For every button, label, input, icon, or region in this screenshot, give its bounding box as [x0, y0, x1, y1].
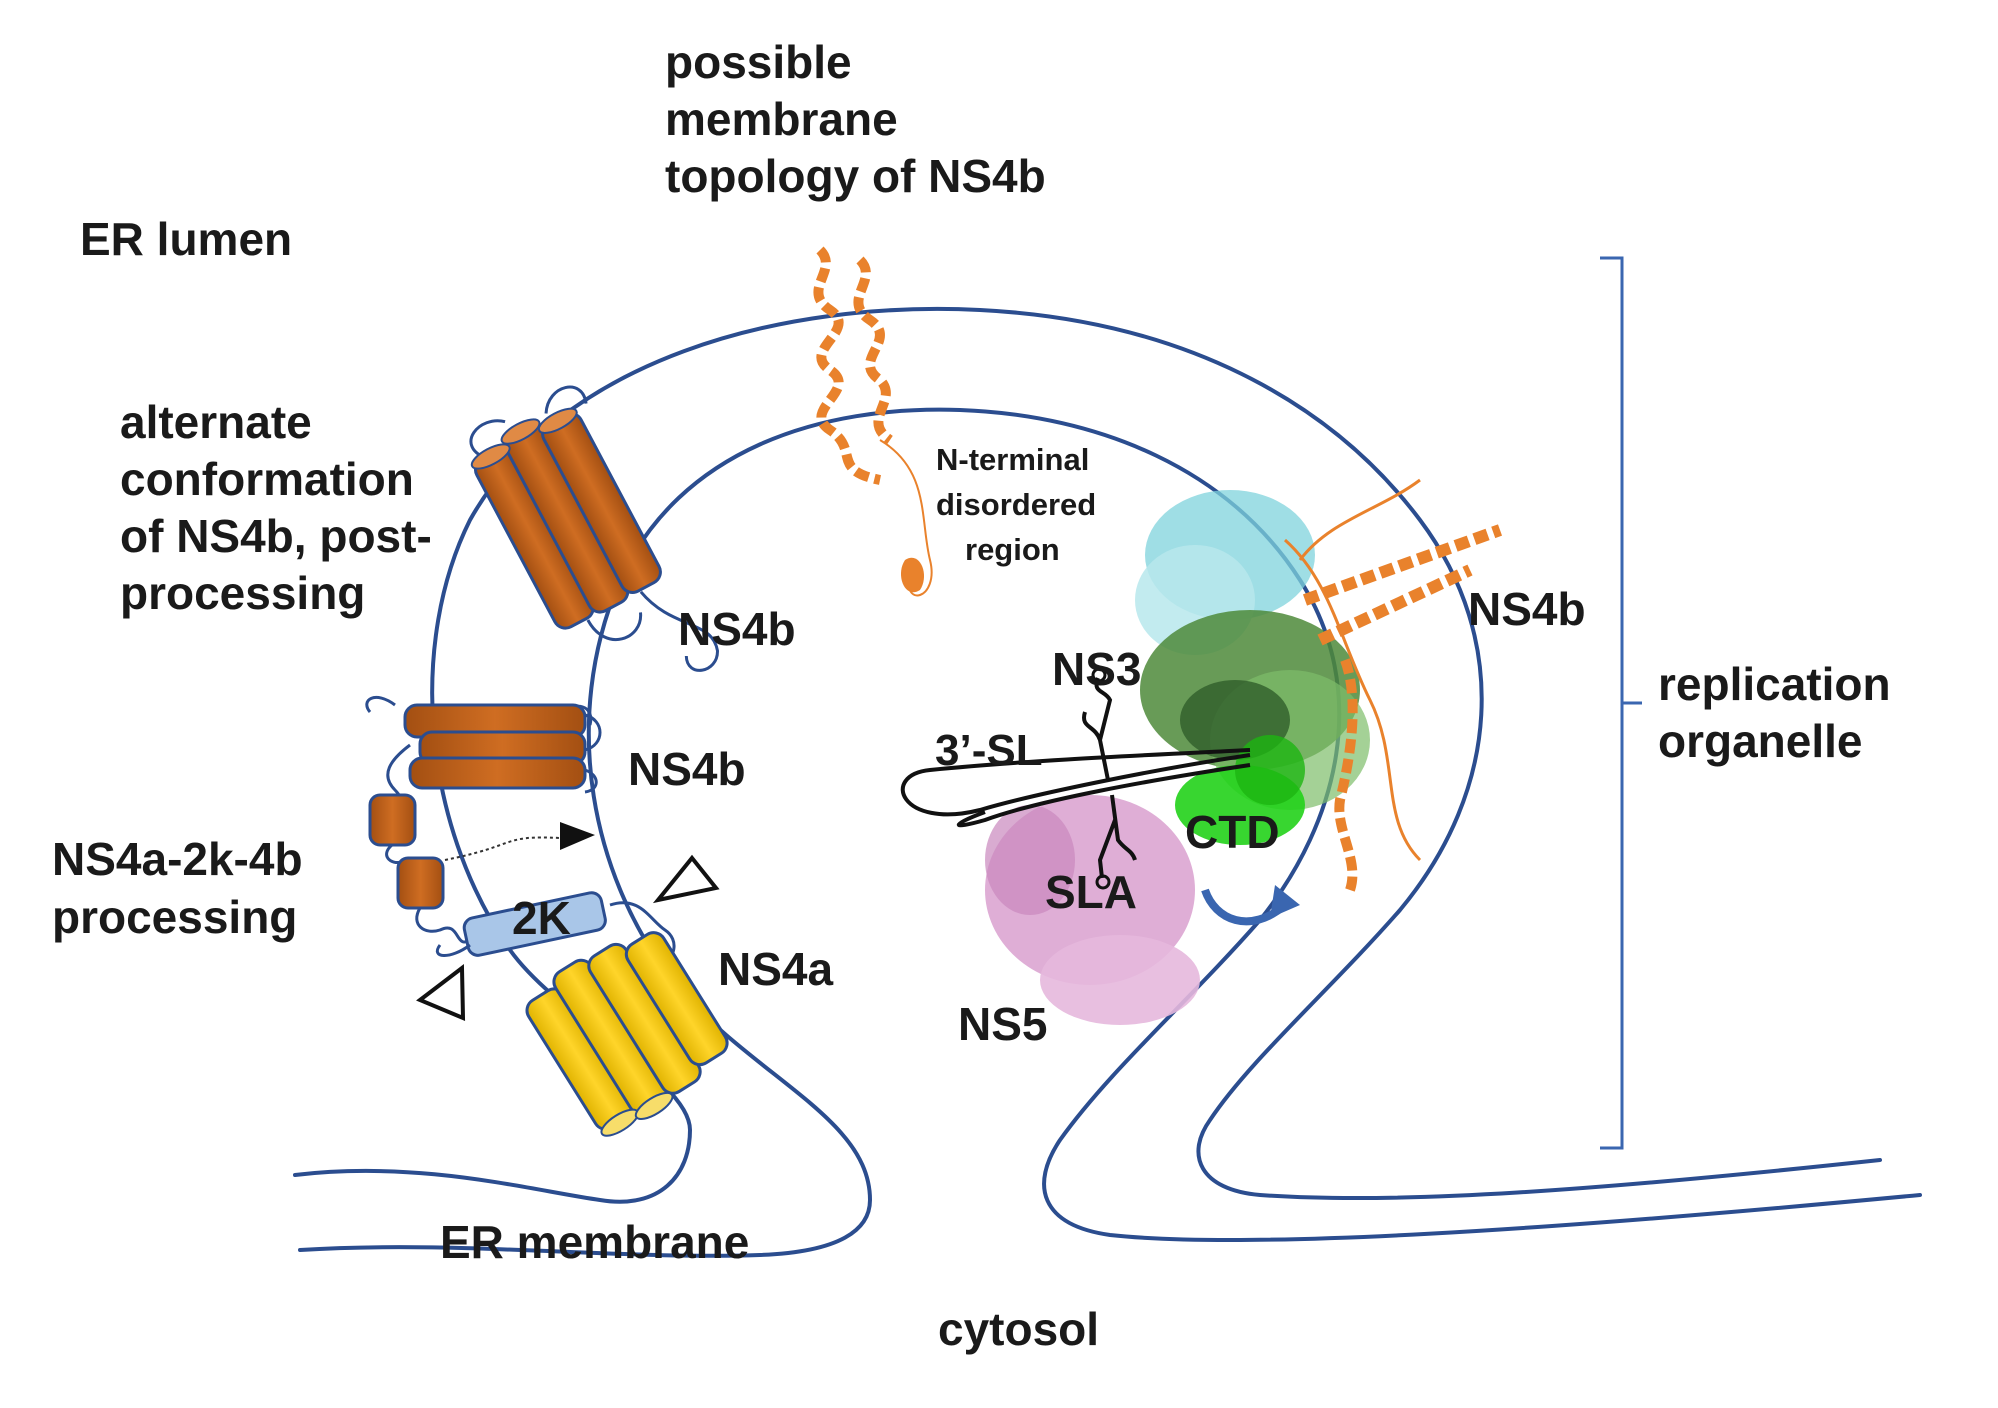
- ctd-label: CTD: [1185, 806, 1280, 858]
- ns3-structure: [1135, 490, 1370, 810]
- rna-sla: [1095, 794, 1137, 890]
- topology-label-line2: membrane: [665, 93, 898, 145]
- replication-label-line1: replication: [1658, 658, 1891, 710]
- ns4b-structure-right: [1284, 478, 1503, 892]
- alternate-label-line1: alternate: [120, 396, 312, 448]
- topology-label-line1: possible: [665, 36, 852, 88]
- membrane-inner: [298, 407, 1922, 1258]
- processing-chain: [368, 793, 676, 967]
- replication-bracket: [1600, 256, 1642, 1150]
- replication-label-line2: organelle: [1658, 715, 1863, 767]
- rotation-arrow: [1201, 885, 1300, 926]
- ns4a-label: NS4a: [718, 943, 833, 995]
- three-sl-label: 3’-SL: [935, 726, 1043, 775]
- n-terminal-label-line1: N-terminal: [936, 442, 1089, 477]
- sla-label: SLA: [1045, 866, 1137, 918]
- ns5-label: NS5: [958, 998, 1047, 1050]
- ns4b-middle-bundle: [365, 695, 602, 832]
- alternate-label-line2: conformation: [120, 453, 414, 505]
- topology-label-line3: topology of NS4b: [665, 150, 1046, 202]
- ns4b-label-middle: NS4b: [628, 743, 746, 795]
- cytosol-label: cytosol: [938, 1303, 1099, 1355]
- n-terminal-label-line3: region: [965, 532, 1060, 567]
- membrane-outer: [293, 306, 1882, 1204]
- cleavage-triangle-lower: [416, 964, 466, 1022]
- ns5-structure: [985, 795, 1200, 1025]
- processing-label-line2: processing: [52, 891, 297, 943]
- cleavage-triangle-upper: [652, 854, 720, 904]
- rna-3sl: [900, 667, 1251, 828]
- ns3-label: NS3: [1052, 643, 1141, 695]
- er-membrane-label: ER membrane: [440, 1216, 749, 1268]
- ns4b-structure-top: [813, 246, 933, 597]
- alternate-label-line4: processing: [120, 567, 365, 619]
- ctd-structure: [1175, 735, 1305, 845]
- er-lumen-label: ER lumen: [80, 213, 292, 265]
- ns4b-alternate-bundle: [469, 385, 719, 672]
- ns4b-label-right: NS4b: [1468, 583, 1586, 635]
- ns4a-bundle: [525, 931, 729, 1137]
- alternate-label-line3: of NS4b, post-: [120, 510, 432, 562]
- n-terminal-label-line2: disordered: [936, 487, 1096, 522]
- two-k-label: 2K: [512, 892, 571, 944]
- ns4b-label-top: NS4b: [678, 603, 796, 655]
- processing-label-line1: NS4a-2k-4b: [52, 833, 303, 885]
